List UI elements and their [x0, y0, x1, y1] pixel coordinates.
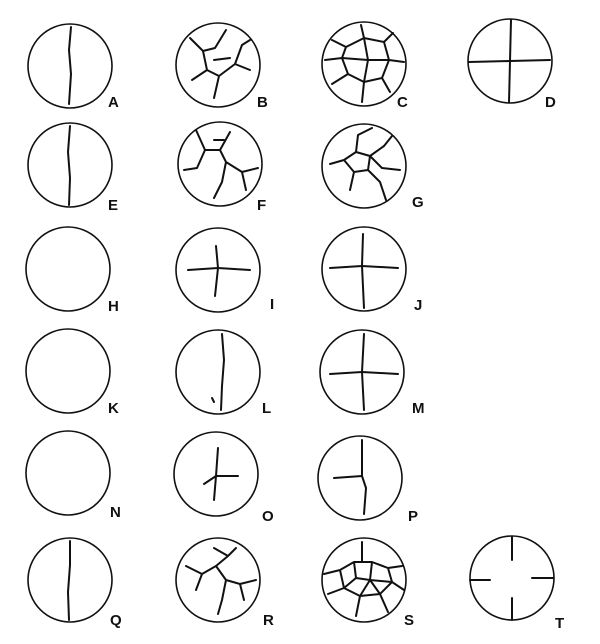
specimen-f: F: [177, 121, 266, 214]
specimen-i-outline: [175, 227, 261, 313]
specimen-t-label: T: [555, 615, 564, 632]
specimen-p-label: P: [408, 508, 418, 525]
specimen-q-crack: [67, 540, 71, 621]
specimen-j-outline: [321, 226, 407, 312]
specimen-m: M: [319, 329, 425, 417]
specimen-e-label: E: [108, 197, 118, 214]
specimen-c-crack: [324, 24, 405, 103]
specimen-p-outline: [317, 435, 403, 521]
specimen-b-crack: [189, 29, 251, 99]
specimen-d: D: [467, 18, 556, 111]
specimen-r-label: R: [263, 612, 274, 629]
specimen-l-crack: [211, 333, 225, 411]
specimen-s-outline: [321, 537, 407, 623]
specimen-c-label: C: [397, 94, 408, 111]
specimen-d-crack: [468, 19, 551, 103]
specimen-q-label: Q: [110, 612, 122, 629]
specimen-h: H: [25, 226, 119, 315]
specimen-q-outline: [27, 537, 113, 623]
specimen-t-crack: [469, 536, 554, 621]
specimen-o: O: [173, 431, 274, 525]
specimen-m-label: M: [412, 400, 425, 417]
specimen-m-crack: [329, 333, 399, 411]
specimen-a-outline: [27, 23, 113, 109]
specimen-d-label: D: [545, 94, 556, 111]
specimen-g-outline: [321, 123, 407, 209]
specimen-i-label: I: [270, 296, 274, 313]
specimen-s: S: [321, 537, 414, 629]
specimen-g: G: [321, 123, 424, 211]
specimen-k-outline: [25, 328, 111, 414]
specimen-f-label: F: [257, 197, 266, 214]
specimen-g-crack: [329, 127, 401, 201]
specimen-b: B: [175, 22, 268, 111]
specimen-r: R: [175, 537, 274, 629]
specimen-r-outline: [175, 537, 261, 623]
specimen-l-label: L: [262, 400, 271, 417]
specimen-d-outline: [467, 18, 553, 104]
specimen-p: P: [317, 435, 418, 525]
specimen-c-outline: [321, 21, 407, 107]
specimen-h-outline: [25, 226, 111, 312]
specimen-o-outline: [173, 431, 259, 517]
specimen-b-label: B: [257, 94, 268, 111]
specimen-k: K: [25, 328, 119, 417]
specimen-i: I: [175, 227, 274, 313]
specimen-q: Q: [27, 537, 122, 629]
specimen-r-crack: [185, 547, 257, 615]
specimen-k-label: K: [108, 400, 119, 417]
specimen-o-label: O: [262, 508, 274, 525]
specimen-h-label: H: [108, 298, 119, 315]
specimen-j: J: [321, 226, 422, 314]
specimen-j-label: J: [414, 297, 422, 314]
specimen-b-outline: [175, 22, 261, 108]
specimen-a-label: A: [108, 94, 119, 111]
specimen-i-crack: [187, 245, 251, 297]
specimen-n: N: [25, 430, 121, 521]
specimen-o-crack: [203, 447, 239, 501]
specimen-n-outline: [25, 430, 111, 516]
specimen-f-outline: [177, 121, 263, 207]
specimen-l-outline: [175, 329, 261, 415]
specimen-s-crack: [323, 541, 405, 617]
specimen-f-crack: [183, 129, 259, 199]
specimen-e-crack: [67, 125, 71, 206]
specimen-n-label: N: [110, 504, 121, 521]
specimen-m-outline: [319, 329, 405, 415]
specimen-g-label: G: [412, 194, 424, 211]
specimen-s-label: S: [404, 612, 414, 629]
specimen-c: C: [321, 21, 408, 111]
specimen-j-crack: [329, 233, 399, 309]
specimen-e: E: [27, 122, 118, 214]
specimen-a-crack: [68, 26, 72, 105]
specimen-a: A: [27, 23, 119, 111]
specimen-l: L: [175, 329, 271, 417]
specimen-e-outline: [27, 122, 113, 208]
specimen-p-crack: [333, 439, 367, 515]
specimen-t: T: [469, 535, 564, 632]
